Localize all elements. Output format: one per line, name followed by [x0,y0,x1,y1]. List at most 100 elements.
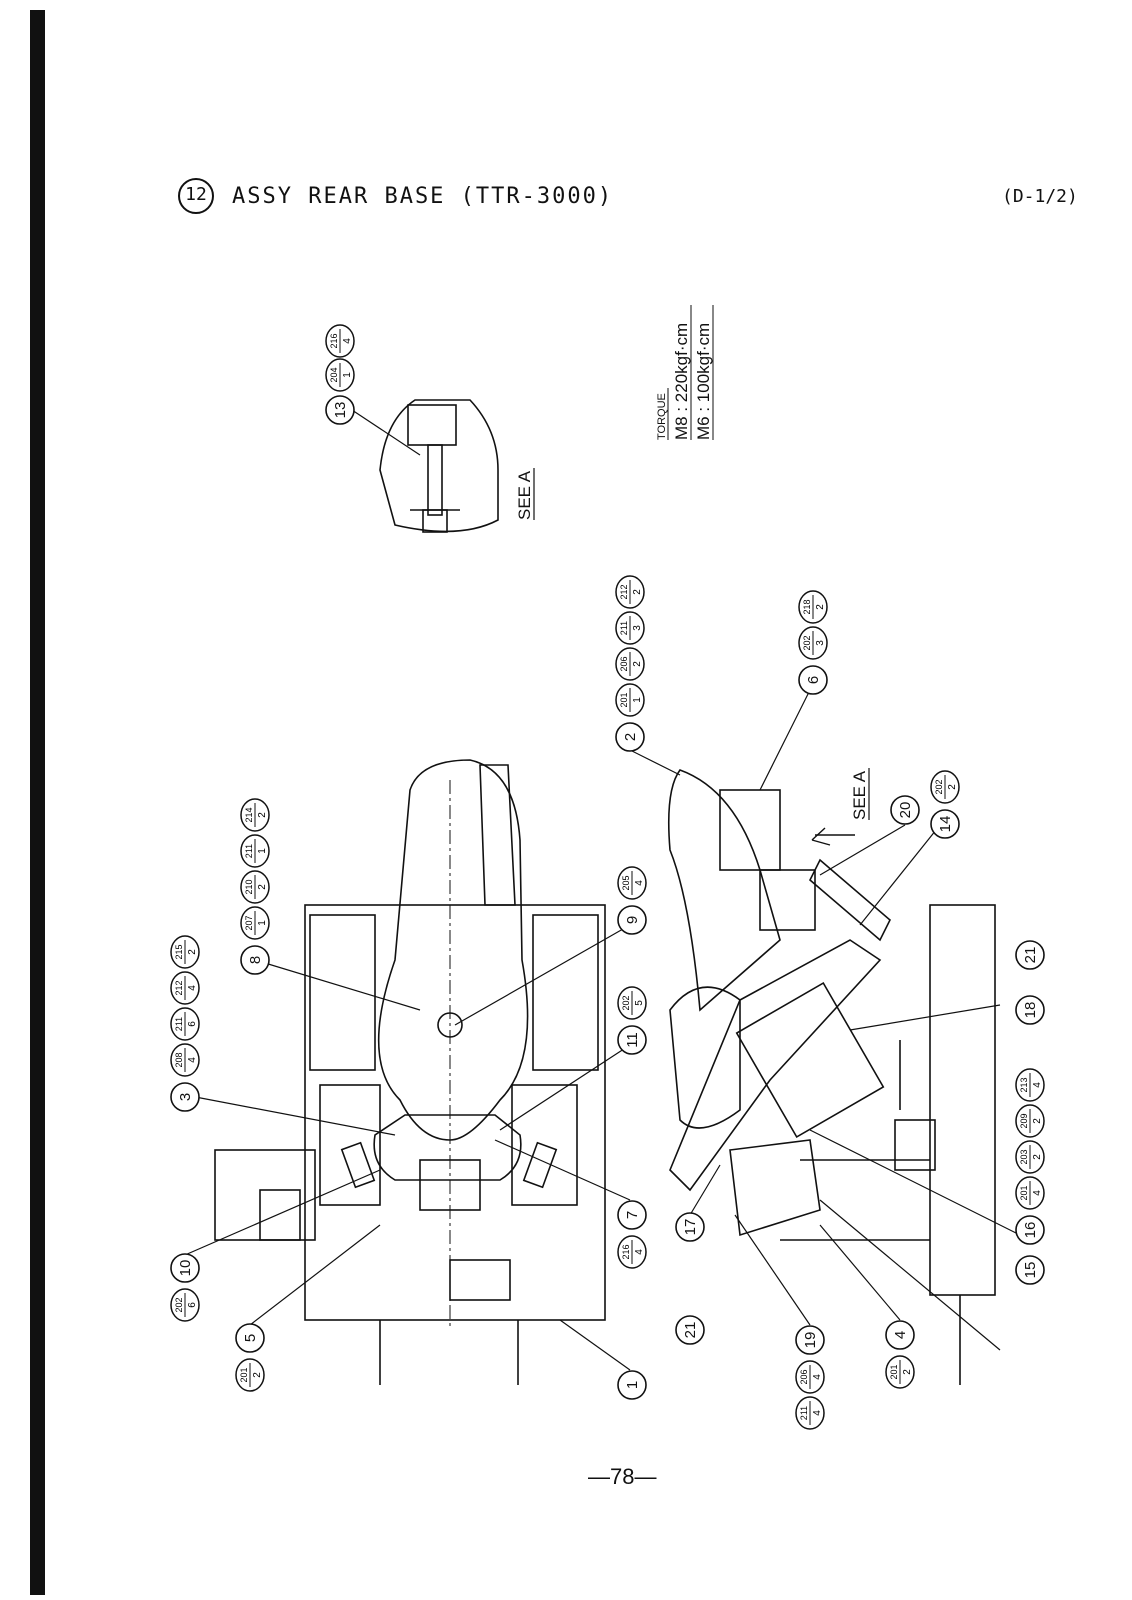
callout-10: 10 [170,1253,200,1283]
top-view [214,759,606,1385]
fastener-part-number: 214 [244,807,254,822]
callout-19: 19 [795,1325,825,1355]
fastener-quantity: 2 [1032,1118,1043,1124]
title-item-number: 12 [178,178,214,214]
fastener-part-number: 212 [619,584,629,599]
fastener-part-number: 216 [329,333,339,348]
fastener-quantity: 2 [1032,1154,1043,1160]
svg-text:6: 6 [805,676,822,684]
see-a-label: SEE A [850,770,869,820]
callout-5: 5 [235,1323,265,1353]
fastener-part-number: 205 [621,875,631,890]
fastener-part-number: 201 [239,1367,249,1382]
svg-text:8: 8 [247,956,264,964]
svg-text:13: 13 [332,402,349,419]
callout-15: 15 [1015,1255,1045,1285]
svg-text:2: 2 [622,733,639,741]
fastener-part-number: 203 [1019,1149,1029,1164]
svg-text:15: 15 [1022,1262,1039,1279]
fastener-part-number: 201 [1019,1185,1029,1200]
fastener-quantity: 1 [257,848,268,854]
fastener-quantity: 2 [902,1369,913,1375]
fastener-part-number: 212 [174,980,184,995]
callout-9: 9 [617,905,647,935]
callout-7: 7 [617,1200,647,1230]
fastener-part-number: 211 [799,1406,809,1420]
svg-text:10: 10 [177,1260,194,1277]
fastener-part-number: 211 [174,1017,184,1031]
fastener-quantity: 2 [815,604,826,610]
page-title: ASSY REAR BASE (TTR-3000) [232,184,614,209]
torque-m6-value: M6 : 100kgf·cm [694,323,713,440]
side-view [667,769,996,1385]
fastener-quantity: 4 [1032,1082,1043,1088]
page-number: —78— [588,1464,657,1489]
callout-11: 11 [617,1025,647,1055]
fastener-quantity: 2 [252,1372,263,1378]
fastener-part-number: 215 [174,944,184,959]
fastener-quantity: 2 [257,812,268,818]
torque-m8-value: M8 : 220kgf·cm [672,323,691,440]
fastener-quantity: 4 [812,1410,823,1416]
fastener-part-number: 209 [1019,1113,1029,1128]
fastener-part-number: 201 [889,1364,899,1379]
fastener-part-number: 206 [799,1369,809,1384]
fastener-quantity: 4 [342,338,353,344]
fastener-part-number: 211 [619,621,629,635]
callout-13: 13 [325,395,355,425]
svg-text:7: 7 [624,1211,641,1219]
callout-6: 6 [798,665,828,695]
fastener-part-number: 204 [329,367,339,382]
callout-4: 4 [885,1320,915,1350]
svg-text:11: 11 [624,1032,641,1048]
svg-text:16: 16 [1022,1222,1039,1239]
fastener-part-number: 202 [934,779,944,794]
fastener-part-number: 213 [1019,1077,1029,1092]
fastener-quantity: 1 [257,920,268,926]
callout-8: 8 [240,945,270,975]
fastener-quantity: 4 [634,1249,645,1255]
fastener-part-number: 210 [244,879,254,894]
fastener-quantity: 4 [187,985,198,991]
callout-21b: 21 [675,1315,705,1345]
see-a-label: SEE A [515,470,534,520]
fastener-quantity: 4 [187,1057,198,1063]
sheet-code: (D-1/2) [1002,186,1078,207]
fastener-quantity: 4 [812,1374,823,1380]
callout-17: 17 [675,1212,705,1242]
callout-3: 3 [170,1082,200,1112]
svg-text:4: 4 [892,1331,909,1339]
fastener-quantity: 2 [947,784,958,790]
callout-18: 18 [1015,995,1045,1025]
see-a-label-side: SEE A [850,768,870,820]
fastener-part-number: 206 [619,656,629,671]
svg-text:21: 21 [682,1322,699,1339]
svg-text:3: 3 [177,1093,194,1101]
fastener-quantity: 5 [634,1000,645,1006]
fastener-quantity: 1 [632,697,643,703]
fastener-quantity: 6 [187,1021,198,1027]
fastener-part-number: 202 [621,995,631,1010]
svg-text:20: 20 [897,802,914,819]
